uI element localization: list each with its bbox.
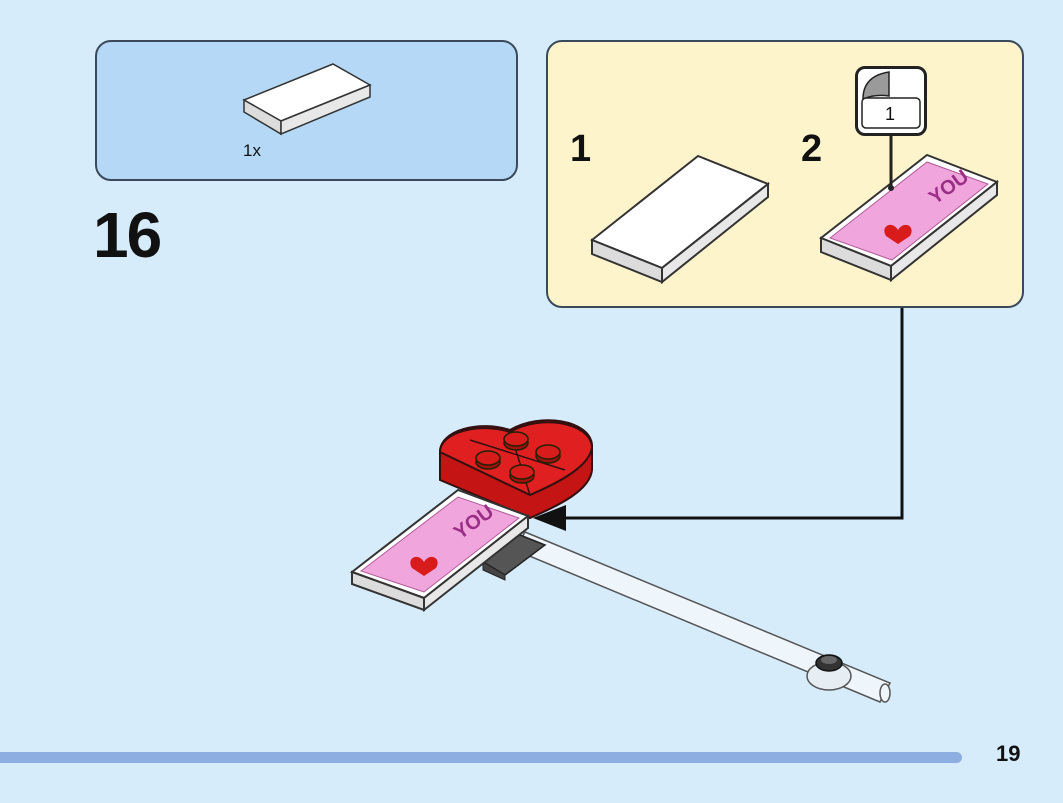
sticker-leader-dot: [888, 185, 894, 191]
page-number: 19: [996, 741, 1021, 766]
arrow-head-icon: [533, 505, 566, 531]
model-heart-brick: [438, 419, 594, 520]
heart-studs: [475, 431, 561, 484]
part-tile-white: [242, 63, 372, 136]
substep-1-label: 1: [570, 128, 592, 170]
sticker-heart-icon: [884, 224, 912, 244]
sticker-number: 1: [885, 104, 896, 124]
substep-2-label: 2: [801, 128, 823, 170]
model-clip: [806, 654, 852, 691]
model-sticker-heart-icon: [410, 556, 438, 576]
model-sign-tile: YOU: [349, 488, 531, 613]
substep-1-tile: [590, 154, 770, 285]
step-number: 16: [93, 199, 162, 271]
page-footer-bar: [0, 752, 962, 763]
sticker-corner-icon: [862, 71, 890, 101]
substep-2-tile-with-sticker: YOU: [819, 153, 999, 283]
sticker-label-area: [861, 97, 921, 129]
connector-line: [548, 308, 904, 520]
part-quantity: 1x: [243, 141, 261, 160]
